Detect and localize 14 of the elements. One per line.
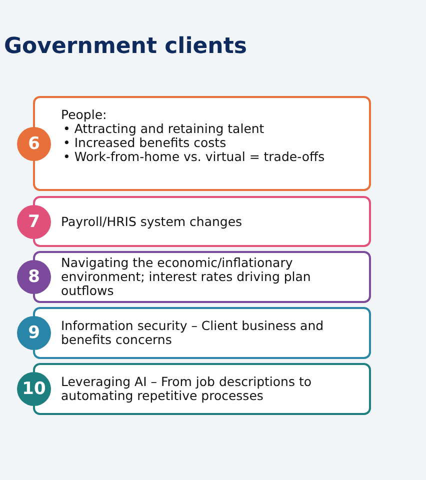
card-text: Leveraging AI – From job descriptions to automating repetitive processes [61,375,313,403]
bullet-item: • Attracting and retaining talent [63,122,266,136]
card-text: Payroll/HRIS system changes [61,214,244,228]
bullet-item: • Work-from-home vs. virtual = trade-offs [62,150,326,164]
number-badge: 8 [17,260,51,294]
number-badge: 9 [17,316,51,350]
number-badge: 7 [17,204,51,238]
number-badge: 10 [17,372,51,406]
bullet-item: • Increased benefits costs [62,136,228,150]
card-heading: People: [61,108,108,122]
title: Government clients [4,34,247,59]
number-badge: 6 [17,126,51,160]
card-text: Navigating the economic/inflationary environment; interest rates driving plan outflows [61,256,312,298]
card-text: Information security – Client business and benefits concerns [61,319,325,347]
